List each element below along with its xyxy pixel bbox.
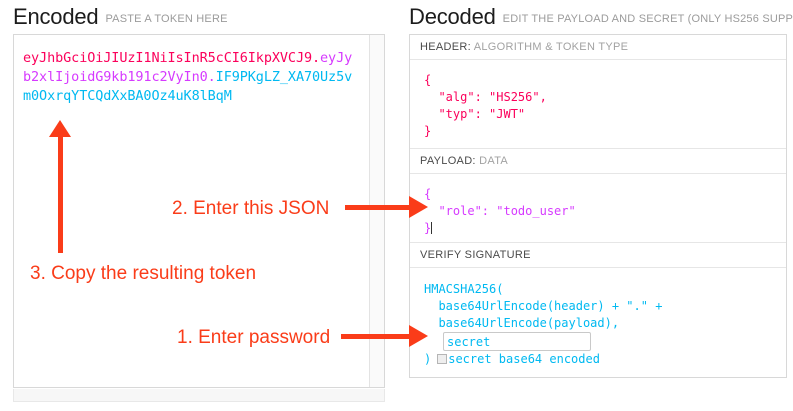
annotation-step3-arrow-up-icon [49, 120, 71, 137]
token-signature-segment: IF9PKgLZ_XA70Uz5vm0OxrqYTCQdXxBA0Oz4uK8l… [23, 69, 353, 104]
signature-close-line: ) secret base64 encoded [424, 352, 600, 366]
signature-editor: HMACSHA256( base64UrlEncode(header) + ".… [410, 268, 786, 378]
annotation-step2-arrow-right-icon [409, 196, 428, 218]
header-section-title: HEADER: ALGORITHM & TOKEN TYPE [410, 35, 786, 60]
payload-section-title: PAYLOAD: DATA [410, 149, 786, 174]
annotation-step1-line [341, 334, 413, 339]
payload-json-editor[interactable]: { "role": "todo_user" } [410, 174, 786, 243]
annotation-step3-text: 3. Copy the resulting token [30, 263, 257, 284]
token-text[interactable]: eyJhbGciOiJIUzI1NiIsInR5cCI6IkpXVCJ9.eyJ… [23, 49, 353, 106]
hmac-line-2: base64UrlEncode(header) + "." + [424, 299, 663, 313]
encoded-subtitle: PASTE A TOKEN HERE [105, 13, 228, 25]
token-separator-dot-1: . [312, 50, 321, 66]
encoded-horizontal-scrollbar[interactable] [13, 389, 385, 402]
annotation-step2-text: 2. Enter this JSON [172, 198, 330, 219]
decoded-heading: Decoded EDIT THE PAYLOAD AND SECRET (ONLY… [409, 4, 793, 30]
base64-checkbox-label[interactable]: secret base64 encoded [448, 352, 600, 366]
secret-input[interactable] [443, 332, 591, 351]
hmac-line-3: base64UrlEncode(payload), [424, 316, 620, 330]
decoded-panel: HEADER: ALGORITHM & TOKEN TYPE { "alg": … [409, 34, 787, 378]
header-section-description: ALGORITHM & TOKEN TYPE [473, 41, 629, 53]
base64-encoded-checkbox[interactable] [437, 354, 448, 364]
annotation-step1-text: 1. Enter password [177, 327, 331, 348]
hmac-line-1: HMACSHA256( [424, 282, 504, 296]
token-separator-dot-2: . [207, 69, 216, 85]
close-paren: ) [424, 352, 432, 366]
token-header-segment: eyJhbGciOiJIUzI1NiIsInR5cCI6IkpXVCJ9 [23, 50, 312, 66]
annotation-step2-line [345, 205, 413, 210]
encoded-token-panel[interactable]: eyJhbGciOiJIUzI1NiIsInR5cCI6IkpXVCJ9.eyJ… [13, 34, 385, 388]
token-payload-segment: eyJyb2xlIjoidG9kb191c2VyIn0 [23, 50, 353, 85]
secret-input-wrapper [443, 332, 591, 351]
annotation-step3-line [58, 135, 63, 253]
decoded-title: Decoded [409, 4, 496, 29]
encoded-title: Encoded [13, 4, 99, 29]
payload-section-description: DATA [479, 155, 509, 167]
signature-section-title: VERIFY SIGNATURE [410, 243, 786, 268]
encoded-heading: Encoded PASTE A TOKEN HERE [13, 4, 228, 30]
annotation-step1-arrow-right-icon [409, 325, 428, 347]
decoded-subtitle: EDIT THE PAYLOAD AND SECRET (ONLY HS256 … [502, 13, 793, 25]
header-json-editor[interactable]: { "alg": "HS256", "typ": "JWT" } [410, 60, 786, 149]
text-caret [431, 222, 433, 234]
encoded-vertical-scrollbar[interactable] [369, 35, 384, 387]
signature-section-label: VERIFY SIGNATURE [420, 249, 531, 261]
header-section-label: HEADER: [420, 41, 471, 53]
payload-json-text: { "role": "todo_user" } [424, 187, 576, 235]
payload-section-label: PAYLOAD: [420, 155, 476, 167]
